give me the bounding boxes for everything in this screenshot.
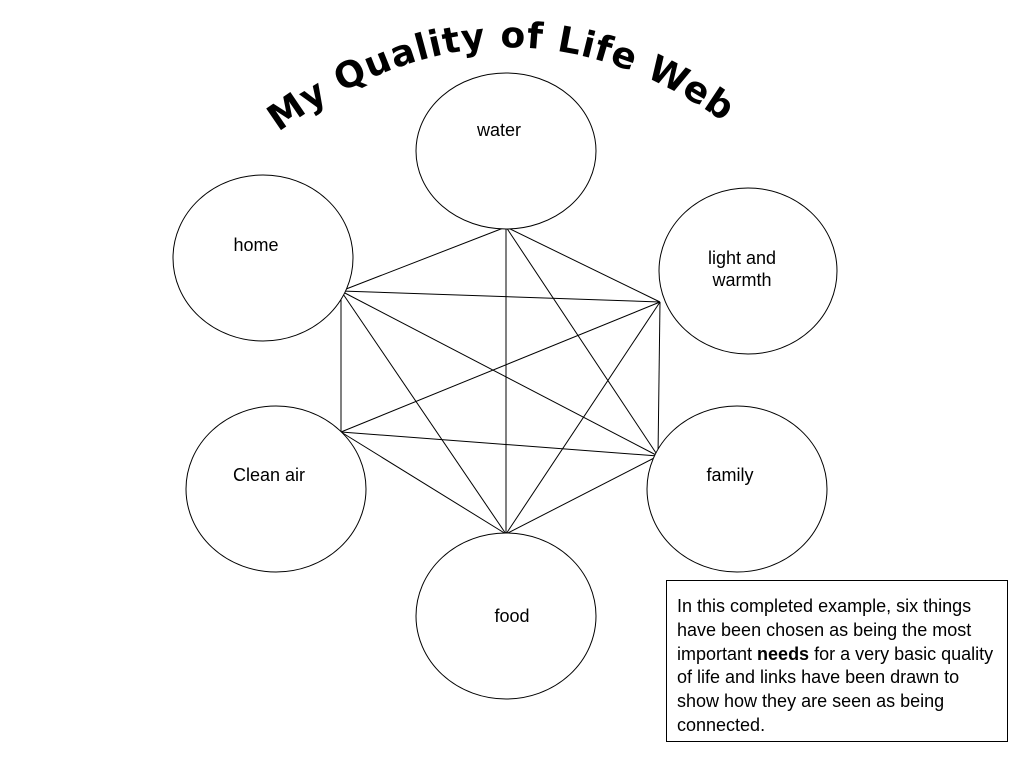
link-clean-air-family xyxy=(340,431,659,457)
node-food: food xyxy=(415,532,597,700)
note-text-after: for a very basic quality of life and lin… xyxy=(677,643,994,735)
link-water-home xyxy=(340,226,507,292)
node-circle-family xyxy=(646,405,828,573)
node-label-clean-air: Clean air xyxy=(233,465,305,485)
note-text-before: In this completed example, six things ha… xyxy=(677,596,972,664)
link-light-and-warmth-family xyxy=(657,301,661,457)
node-label-line: family xyxy=(706,465,753,485)
node-circle-food xyxy=(415,532,597,700)
link-family-food xyxy=(505,455,659,535)
link-home-light-and-warmth xyxy=(340,290,661,303)
node-clean-air: Clean air xyxy=(185,405,367,573)
link-home-family xyxy=(340,290,659,457)
node-family: family xyxy=(646,405,828,573)
link-clean-air-food xyxy=(340,431,507,535)
note-emphasis: needs xyxy=(757,643,810,664)
node-label-line: home xyxy=(233,235,278,255)
node-label-line: water xyxy=(476,120,521,140)
link-light-and-warmth-clean-air xyxy=(340,301,661,433)
node-label-line: Clean air xyxy=(233,465,305,485)
link-home-food xyxy=(340,290,507,535)
node-label-line: food xyxy=(494,606,529,626)
node-water: water xyxy=(415,72,597,230)
node-label-line: light and xyxy=(708,248,776,268)
node-label-home: home xyxy=(233,235,278,255)
node-circle-home xyxy=(172,174,354,342)
node-circle-clean-air xyxy=(185,405,367,573)
node-label-food: food xyxy=(494,606,529,626)
node-circle-water xyxy=(415,72,597,230)
node-home: home xyxy=(172,174,354,342)
link-water-family xyxy=(505,226,659,457)
node-label-line: warmth xyxy=(711,270,771,290)
explanation-note: In this completed example, six things ha… xyxy=(666,580,1008,742)
node-label-family: family xyxy=(706,465,753,485)
links-layer xyxy=(340,226,661,535)
node-circle-light-and-warmth xyxy=(658,187,838,355)
node-label-water: water xyxy=(476,120,521,140)
link-water-light-and-warmth xyxy=(505,226,661,303)
link-light-and-warmth-food xyxy=(505,301,661,535)
